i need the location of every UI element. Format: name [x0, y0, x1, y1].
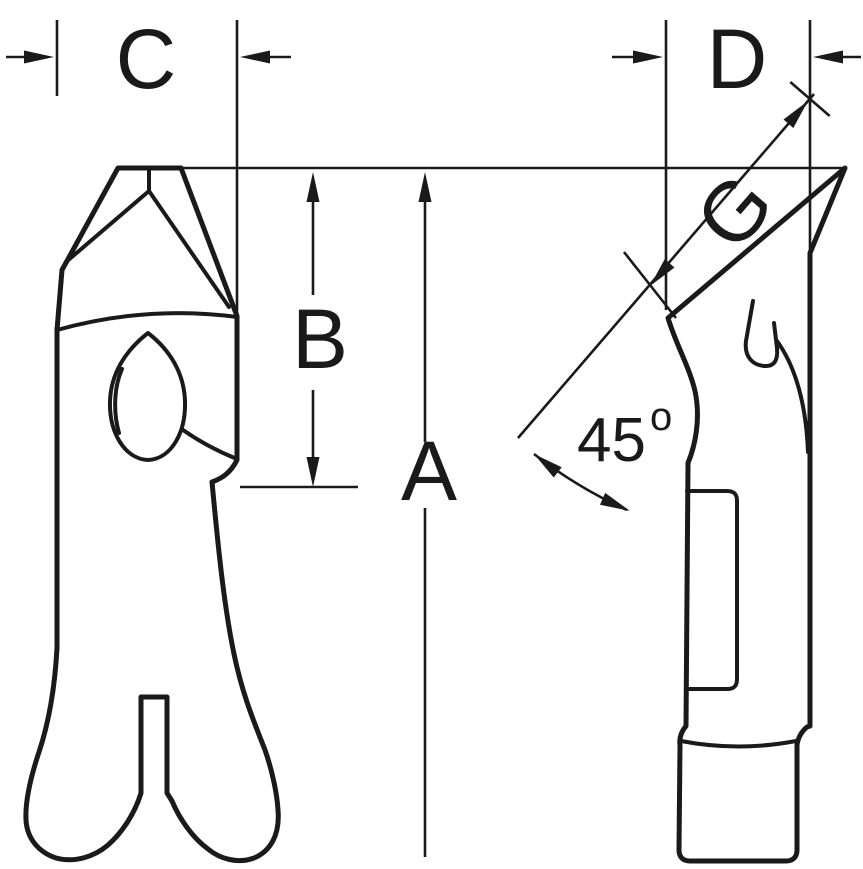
- jaw-right-edge: [147, 189, 231, 309]
- pivot-hole-inner-arc: [113, 367, 124, 435]
- b-arrowhead-bottom: [306, 457, 320, 487]
- g-arrowhead-lower: [650, 259, 675, 286]
- g-tick-corner: [622, 251, 678, 319]
- joint-top-line: [55, 311, 239, 332]
- label-c: C: [116, 12, 177, 106]
- handle-recess: [685, 489, 739, 691]
- label-angle-value: 45: [577, 406, 646, 475]
- g-tick-tip: [789, 81, 831, 117]
- joint-boss-line: [181, 428, 239, 461]
- label-d: D: [707, 12, 768, 106]
- dimension-b: B: [240, 172, 358, 489]
- c-arrowhead-right: [240, 50, 270, 64]
- jaw-left-edge: [64, 189, 151, 264]
- a-arrowhead-top: [418, 172, 432, 202]
- front-view: [23, 165, 281, 864]
- b-arrowhead-top: [306, 172, 320, 202]
- angle-arrowhead-left: [534, 454, 562, 478]
- side-view: [665, 165, 848, 864]
- neck-inner-curve: [775, 339, 810, 454]
- g-arrowhead-upper: [783, 101, 808, 128]
- label-b: B: [292, 292, 348, 386]
- label-a: A: [401, 424, 457, 518]
- angle-annotation: 45 o: [533, 395, 672, 512]
- c-arrowhead-left: [24, 50, 54, 64]
- dimension-a: A: [401, 172, 457, 857]
- label-g-wrap: G: [677, 156, 791, 267]
- angle-arrowhead-right: [600, 492, 630, 511]
- pivot-hole: [107, 331, 188, 462]
- d-arrowhead-left: [633, 50, 663, 64]
- dimension-d: D: [612, 12, 861, 310]
- side-view-outline: [665, 165, 848, 864]
- label-angle-degree: o: [650, 395, 672, 439]
- front-view-outline: [23, 165, 281, 864]
- joint-hook-line: [743, 299, 780, 368]
- dimension-g: G: [517, 81, 831, 439]
- dimension-c: C: [6, 12, 291, 314]
- d-arrowhead-right: [813, 50, 843, 64]
- grip-waist-line: [679, 739, 798, 749]
- label-g: G: [677, 156, 791, 267]
